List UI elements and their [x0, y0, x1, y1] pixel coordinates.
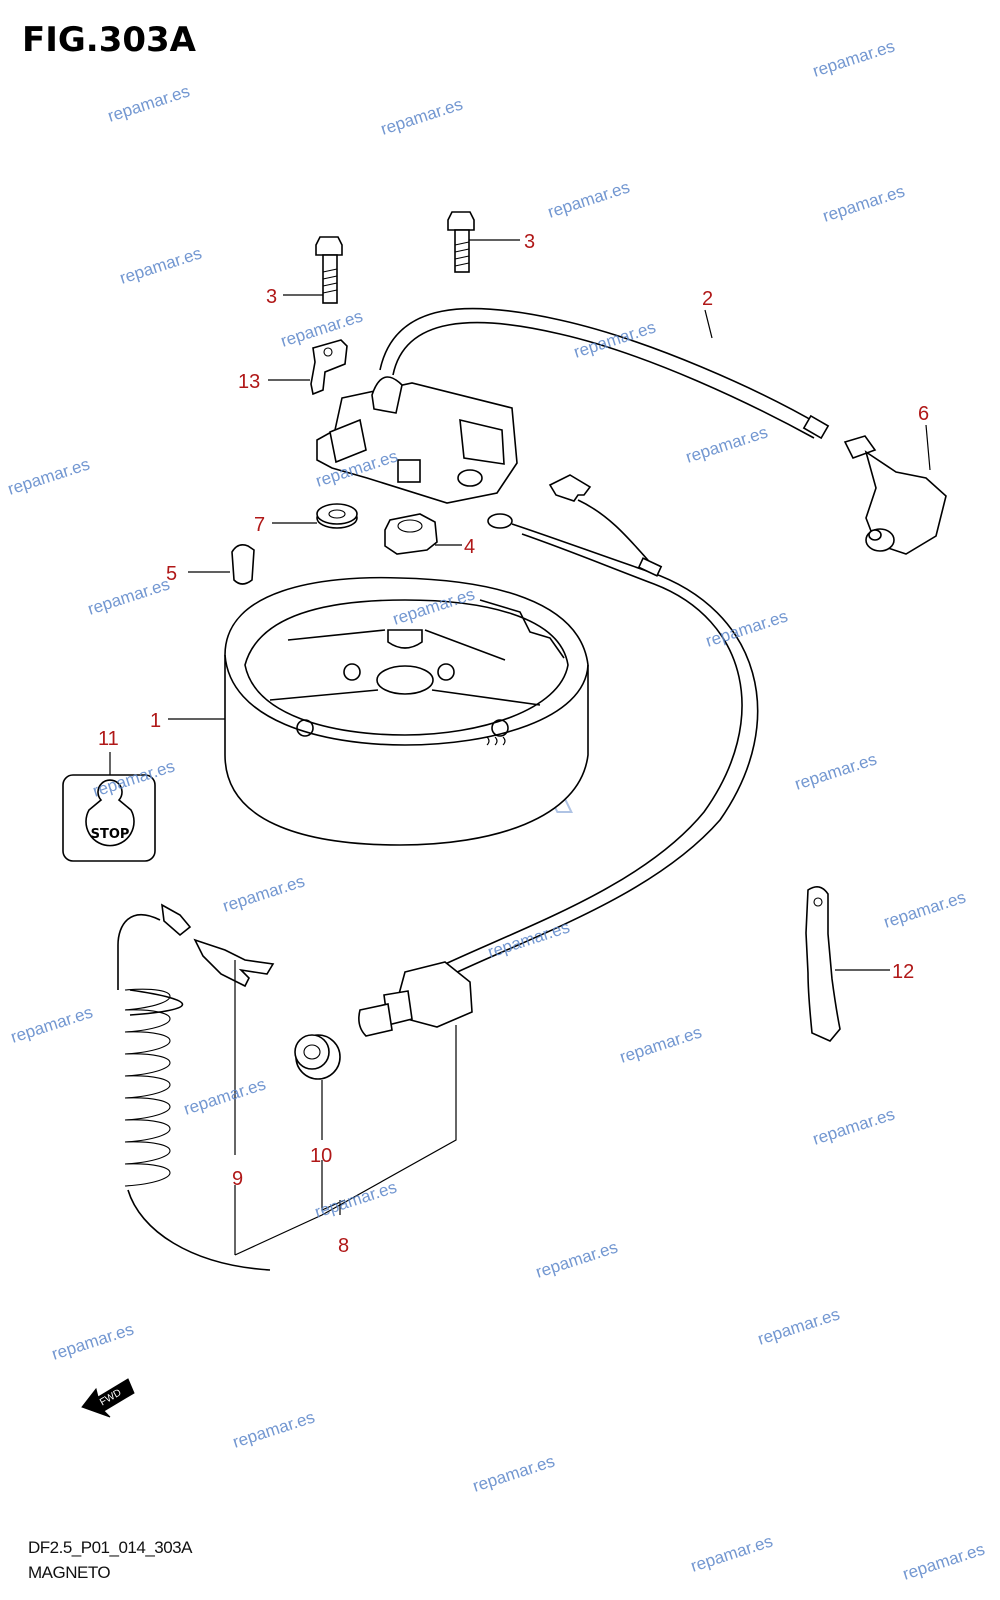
stop-label: STOP: [91, 827, 130, 842]
callout-4: 4: [464, 536, 475, 558]
callout-3b: 3: [266, 286, 277, 308]
svg-text:repamar.es: repamar.es: [810, 36, 897, 80]
callout-6: 6: [918, 403, 929, 425]
leader-lines: [109, 239, 931, 1256]
flywheel-1: [224, 576, 589, 846]
svg-text:repamar.es: repamar.es: [378, 94, 465, 138]
svg-text:repamar.es: repamar.es: [571, 317, 658, 361]
figure-title: FIG.303A: [22, 20, 196, 60]
lanyard-9: [117, 903, 275, 1271]
callout-5: 5: [166, 563, 177, 585]
callout-11: 11: [98, 728, 119, 750]
stop-button-11: STOP: [62, 774, 156, 862]
svg-text:repamar.es: repamar.es: [220, 871, 307, 915]
ht-cable-2: [379, 307, 830, 440]
callout-1: 1: [150, 710, 161, 732]
figure-code: DF2.5_P01_014_303A: [28, 1538, 192, 1557]
nut-4: [384, 513, 438, 555]
bolt-3-right: [447, 211, 475, 273]
svg-text:repamar.es: repamar.es: [881, 887, 968, 931]
callout-numbers: 3 3 2 6 13 7 4 5 1 11 12 10 9 8: [98, 231, 929, 1257]
svg-text:repamar.es: repamar.es: [683, 422, 770, 466]
key-5: [231, 544, 255, 585]
callout-12: 12: [892, 961, 914, 983]
callout-3a: 3: [524, 231, 535, 253]
svg-text:repamar.es: repamar.es: [617, 1022, 704, 1066]
callout-9: 9: [232, 1168, 243, 1190]
svg-text:repamar.es: repamar.es: [49, 1319, 136, 1363]
callout-8: 8: [338, 1235, 349, 1257]
svg-text:repamar.es: repamar.es: [8, 1002, 95, 1046]
svg-text:repamar.es: repamar.es: [105, 81, 192, 125]
stop-switch-cable: [423, 474, 759, 986]
stop-switch-8: [358, 961, 473, 1037]
callout-7: 7: [254, 514, 265, 536]
svg-text:repamar.es: repamar.es: [312, 1177, 399, 1221]
callout-10: 10: [310, 1145, 332, 1167]
figure-name: MAGNETO: [28, 1563, 111, 1582]
nut-10: [294, 1034, 341, 1080]
clamp-13: [310, 339, 348, 396]
clip-12: [805, 886, 841, 1042]
svg-text:repamar.es: repamar.es: [820, 181, 907, 225]
svg-text:repamar.es: repamar.es: [85, 574, 172, 618]
callout-13: 13: [238, 371, 260, 393]
svg-text:repamar.es: repamar.es: [485, 917, 572, 961]
ignition-coil: [316, 376, 518, 504]
plug-cap-6: [843, 435, 947, 555]
washer-7: [316, 503, 358, 529]
svg-text:repamar.es: repamar.es: [117, 243, 204, 287]
svg-text:repamar.es: repamar.es: [688, 1531, 775, 1575]
svg-text:repamar.es: repamar.es: [703, 606, 790, 650]
svg-text:repamar.es: repamar.es: [470, 1451, 557, 1495]
svg-text:repamar.es: repamar.es: [792, 749, 879, 793]
bolt-3-left: [315, 236, 343, 304]
svg-text:repamar.es: repamar.es: [755, 1304, 842, 1348]
svg-text:repamar.es: repamar.es: [810, 1104, 897, 1148]
svg-text:repamar.es: repamar.es: [545, 177, 632, 221]
svg-text:repamar.es: repamar.es: [900, 1539, 987, 1583]
svg-text:repamar.es: repamar.es: [181, 1074, 268, 1118]
svg-text:repamar.es: repamar.es: [5, 454, 92, 498]
svg-text:repamar.es: repamar.es: [278, 306, 365, 350]
svg-text:repamar.es: repamar.es: [230, 1407, 317, 1451]
svg-text:repamar.es: repamar.es: [533, 1237, 620, 1281]
fwd-arrow: FWD: [81, 1378, 135, 1418]
callout-2: 2: [702, 288, 713, 310]
